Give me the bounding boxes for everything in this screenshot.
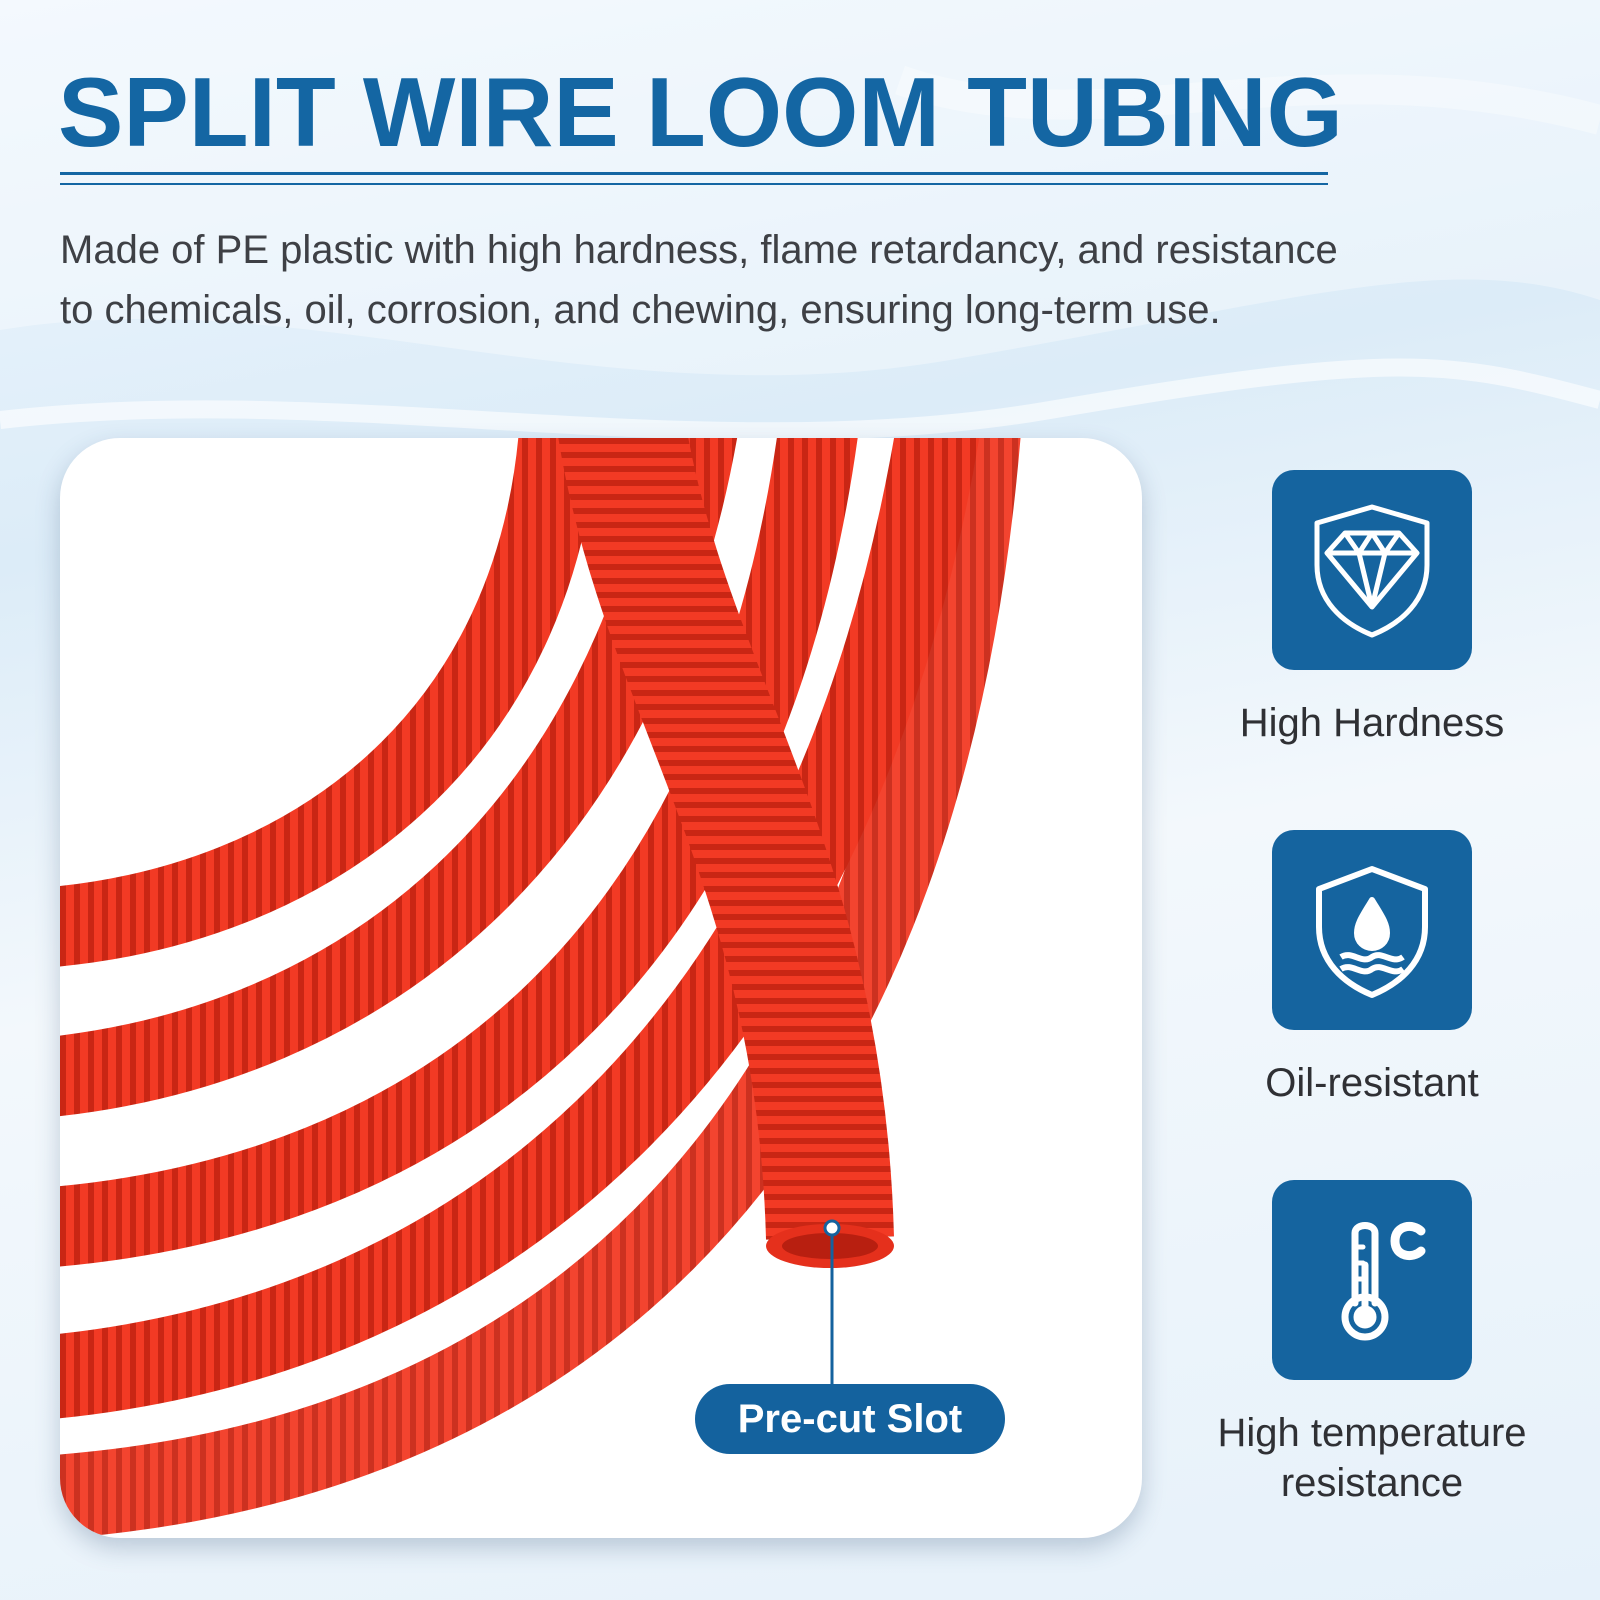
oil-drop-shield-icon bbox=[1272, 830, 1472, 1030]
feature-high-hardness: High Hardness bbox=[1172, 470, 1572, 748]
pre-cut-slot-label: Pre-cut Slot bbox=[695, 1384, 1005, 1454]
product-description: Made of PE plastic with high hardness, f… bbox=[60, 228, 1338, 332]
feature-label: Oil-resistant bbox=[1265, 1061, 1479, 1105]
product-photo bbox=[60, 438, 1142, 1538]
title-divider-thin bbox=[60, 183, 1328, 185]
title-divider bbox=[60, 172, 1328, 175]
feature-oil-resistant: Oil-resistant bbox=[1172, 830, 1572, 1108]
feature-label: High Hardness bbox=[1239, 701, 1505, 745]
red-tubing-illustration bbox=[60, 438, 1021, 1538]
feature-label: High temperature resistance bbox=[1217, 1411, 1527, 1505]
diamond-shield-icon bbox=[1272, 470, 1472, 670]
feature-high-temperature: High temperature resistance bbox=[1172, 1180, 1572, 1508]
page-title: SPLIT WIRE LOOM TUBING bbox=[58, 57, 1343, 167]
thermometer-celsius-icon bbox=[1272, 1180, 1472, 1380]
